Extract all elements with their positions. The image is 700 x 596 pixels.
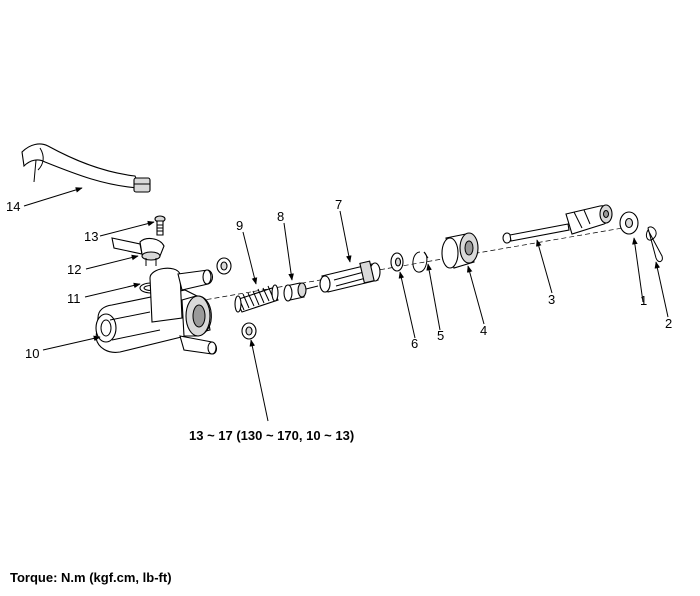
snap-pin-part xyxy=(645,226,663,263)
callout-4: 4 xyxy=(480,323,487,338)
dust-boot-part xyxy=(441,232,479,269)
hose-fitting-part xyxy=(111,237,165,266)
leader-lines xyxy=(23,187,669,422)
callout-12: 12 xyxy=(67,262,81,277)
snap-ring-part xyxy=(412,251,429,273)
lower-nut-part xyxy=(241,322,257,340)
callout-14: 14 xyxy=(6,199,20,214)
return-spring-part xyxy=(234,284,279,313)
callout-9: 9 xyxy=(236,218,243,233)
upper-nut-part xyxy=(216,257,232,275)
piston-part xyxy=(319,260,381,293)
check-valve-part xyxy=(283,282,319,302)
callout-8: 8 xyxy=(277,209,284,224)
callout-2: 2 xyxy=(665,316,672,331)
washer-part xyxy=(390,252,404,272)
callout-1: 1 xyxy=(640,293,647,308)
callout-3: 3 xyxy=(548,292,555,307)
callout-11: 11 xyxy=(67,291,81,306)
callout-numbers: 1 2 3 4 5 6 7 8 9 10 11 12 13 14 xyxy=(6,197,672,361)
callout-13: 13 xyxy=(84,229,98,244)
callout-6: 6 xyxy=(411,336,418,351)
torque-units-note: Torque: N.m (kgf.cm, lb-ft) xyxy=(10,570,172,585)
push-rod-part xyxy=(502,204,613,244)
callout-10: 10 xyxy=(25,346,39,361)
clevis-washer-part xyxy=(619,211,639,235)
master-cylinder-body-part xyxy=(95,267,218,355)
reservoir-hose-part xyxy=(21,143,151,193)
callout-5: 5 xyxy=(437,328,444,343)
torque-spec-label: 13 ~ 17 (130 ~ 170, 10 ~ 13) xyxy=(189,428,354,443)
callout-7: 7 xyxy=(335,197,342,212)
bolt-part xyxy=(154,215,166,236)
